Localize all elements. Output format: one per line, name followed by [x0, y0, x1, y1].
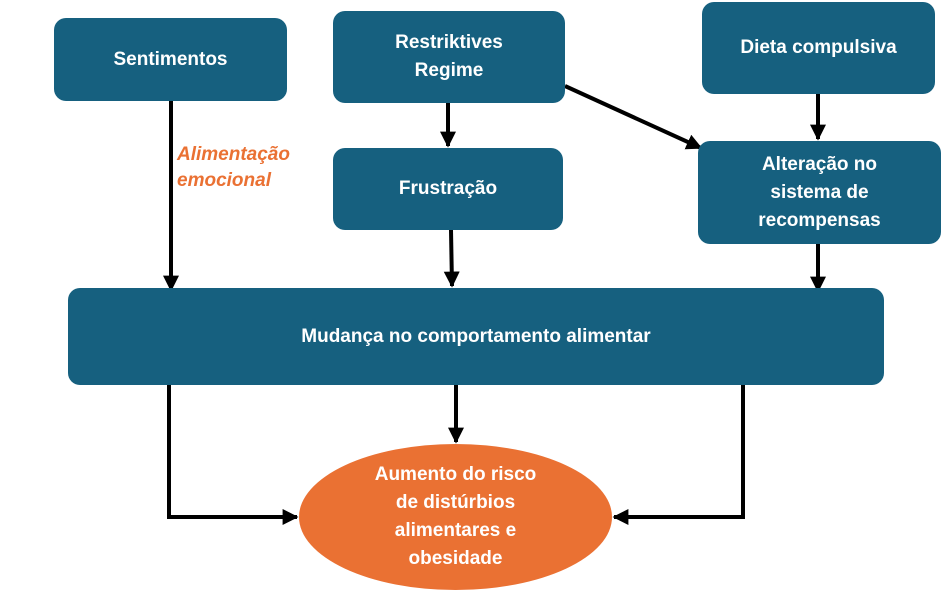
node-restriktives-regime-label: Restriktives Regime	[395, 32, 503, 81]
node-alteracao-recompensas-label: Alteração no sistema de recompensas	[758, 153, 881, 231]
node-frustracao: Frustração	[333, 148, 563, 230]
node-mudanca-comportamento-label: Mudança no comportamento alimentar	[301, 325, 651, 347]
node-dieta-compulsiva-label: Dieta compulsiva	[740, 37, 897, 58]
arrow-mudanca-right-to-risco	[612, 385, 745, 525]
arrow-regime-to-alteracao	[564, 84, 703, 150]
node-dieta-compulsiva: Dieta compulsiva	[702, 2, 935, 94]
node-sentimentos: Sentimentos	[54, 18, 287, 101]
node-aumento-risco-label: Aumento do risco de distúrbios alimentar…	[374, 464, 537, 569]
node-frustracao-label: Frustração	[398, 178, 498, 199]
node-mudanca-comportamento: Mudança no comportamento alimentar	[68, 288, 884, 385]
node-sentimentos-label: Sentimentos	[113, 48, 228, 70]
arrow-frustracao-to-mudanca	[443, 229, 460, 288]
node-alteracao-recompensas: Alteração no sistema de recompensas	[698, 141, 941, 244]
node-restriktives-regime: Restriktives Regime	[333, 11, 565, 103]
node-aumento-risco: Aumento do risco de distúrbios alimentar…	[299, 444, 612, 590]
edge-label-alimentacao-emocional: Alimentação emocional	[177, 144, 290, 191]
arrow-mudanca-left-to-risco	[167, 385, 299, 525]
